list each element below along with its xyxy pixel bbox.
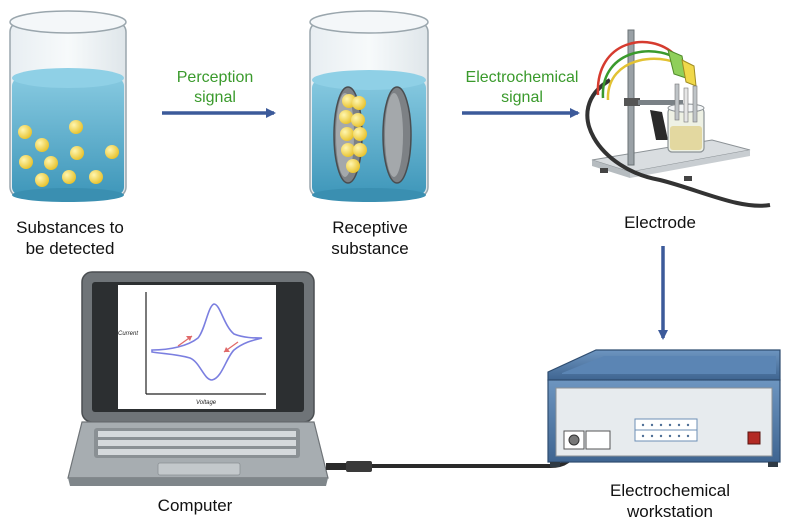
receptor-plate-right	[382, 86, 412, 184]
plot-xlabel: Voltage	[196, 400, 217, 406]
label-echem-signal-line1: Electrochemical	[465, 69, 579, 86]
label-computer: Computer	[157, 496, 233, 515]
label-substances-line2: be detected	[25, 239, 115, 258]
label-receptive-line2: substance	[331, 239, 409, 258]
label-workstation: Electrochemical workstation	[595, 480, 745, 522]
plot-ylabel: Current	[118, 331, 138, 337]
label-perception-line1: Perception	[176, 69, 254, 86]
label-electrochemical-signal: Electrochemical signal	[452, 68, 592, 108]
cyclic-voltammogram: Current Voltage	[118, 292, 266, 406]
laptop	[67, 271, 329, 486]
label-perception-line2: signal	[194, 89, 236, 106]
touchpad	[157, 462, 241, 476]
analyte-particles	[18, 120, 119, 187]
bound-particles	[339, 94, 367, 173]
label-workstation-line1: Electrochemical	[610, 481, 730, 500]
label-electrode: Electrode	[624, 213, 696, 232]
beaker-substances	[9, 10, 127, 202]
cv-curve	[151, 303, 263, 381]
label-receptive-line1: Receptive	[332, 218, 408, 237]
electrochemical-workstation	[547, 349, 781, 467]
power-button	[747, 431, 761, 445]
beaker-receptive	[309, 10, 429, 202]
cable	[326, 447, 577, 472]
electrode-setup	[585, 29, 771, 208]
label-perception-signal: Perception signal	[150, 68, 280, 108]
keyboard	[94, 428, 300, 458]
label-substances: Substances to be detected	[0, 217, 140, 259]
label-workstation-line2: workstation	[627, 502, 713, 521]
label-receptive-substance: Receptive substance	[300, 217, 440, 259]
label-substances-line1: Substances to	[16, 218, 124, 237]
label-echem-signal-line2: signal	[501, 89, 543, 106]
